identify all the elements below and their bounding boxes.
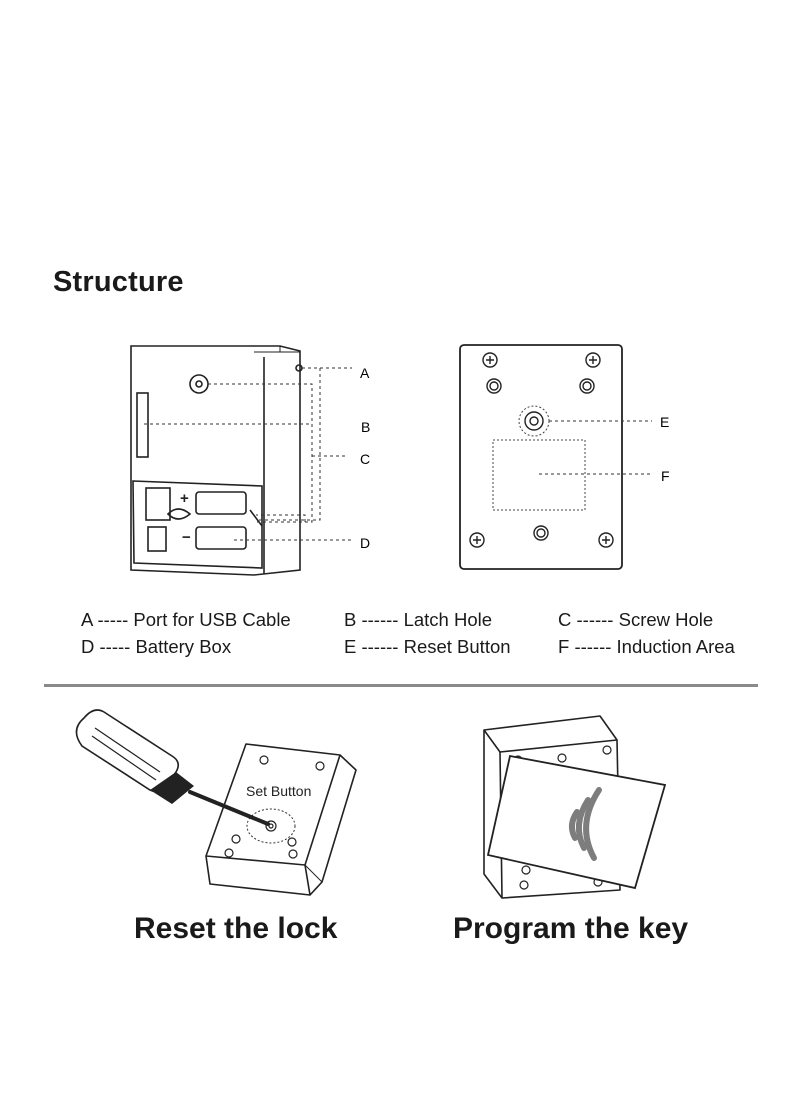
program-key-illustration: [483, 715, 667, 899]
callout-c: C: [360, 451, 370, 467]
program-key-caption: Program the key: [453, 912, 689, 945]
set-button-label: Set Button: [246, 783, 311, 799]
legend-e: E ------ Reset Button: [344, 636, 511, 657]
legend-b: B ------ Latch Hole: [344, 609, 493, 630]
lock-back-view: E F: [459, 344, 670, 570]
wireless-signal-icon: [569, 787, 602, 861]
reset-lock-caption: Reset the lock: [134, 912, 338, 945]
callout-e: E: [660, 414, 669, 430]
battery-plus-sign: +: [180, 490, 189, 507]
legend-d: D ----- Battery Box: [81, 636, 232, 657]
battery-minus-sign: −: [182, 529, 191, 546]
screwdriver-icon: [75, 709, 270, 826]
callout-f: F: [661, 468, 670, 484]
legend-a: A ----- Port for USB Cable: [81, 609, 291, 630]
callout-d: D: [360, 535, 370, 551]
section-title: Structure: [53, 266, 184, 298]
lock-front-view: + − A B C D: [130, 345, 370, 576]
callout-a: A: [360, 365, 370, 381]
reset-lock-illustration: Set Button: [75, 709, 357, 896]
legend-f: F ------ Induction Area: [558, 636, 735, 657]
callout-b: B: [361, 419, 370, 435]
legend-c: C ------ Screw Hole: [558, 609, 714, 630]
section-divider: [44, 684, 758, 687]
